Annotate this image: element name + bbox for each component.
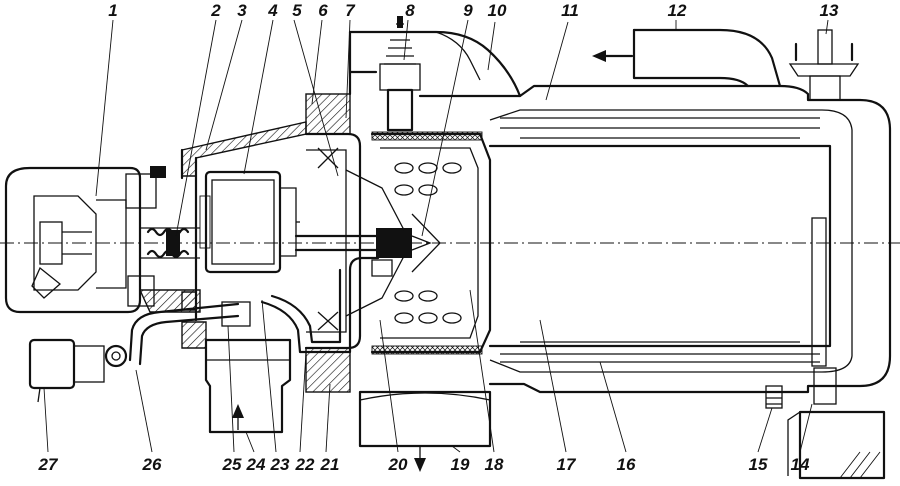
fuel-pipe: [260, 256, 380, 354]
label-16: 16: [617, 455, 636, 474]
fan-impeller: [304, 70, 405, 393]
label-4: 4: [267, 1, 278, 20]
main-shaft: [294, 228, 432, 258]
housing-casing: [138, 121, 307, 349]
combustion-chamber: [370, 131, 492, 355]
label-24: 24: [246, 455, 266, 474]
label-14: 14: [791, 455, 810, 474]
glow-plug: [379, 16, 421, 132]
label-12: 12: [668, 1, 687, 20]
label-20: 20: [388, 455, 408, 474]
air-intake: [204, 301, 292, 434]
label-22: 22: [295, 455, 315, 474]
label-5: 5: [292, 1, 302, 20]
label-10: 10: [488, 1, 507, 20]
exhaust-pipe: [358, 390, 492, 472]
label-15: 15: [749, 455, 768, 474]
label-6: 6: [318, 1, 328, 20]
label-27: 27: [38, 455, 59, 474]
label-26: 26: [142, 455, 162, 474]
part-labels: 1 2 3 4 5 6 7 8 9 10 11 12 13 27 26 25 2…: [38, 1, 839, 474]
label-18: 18: [485, 455, 504, 474]
label-25: 25: [222, 455, 242, 474]
coupling-spring: [140, 227, 200, 259]
label-1: 1: [108, 1, 117, 20]
label-21: 21: [320, 455, 340, 474]
heat-exchanger-body: [418, 84, 892, 394]
label-11: 11: [561, 1, 579, 20]
exhaust-fitting: [788, 29, 860, 101]
fan-motor-rotor: [199, 170, 300, 274]
fuel-pump: [28, 302, 240, 403]
label-3: 3: [237, 1, 247, 20]
label-13: 13: [820, 1, 839, 20]
label-17: 17: [557, 455, 577, 474]
air-duct-top: [348, 28, 782, 98]
label-23: 23: [270, 455, 290, 474]
label-7: 7: [345, 1, 356, 20]
label-19: 19: [451, 455, 470, 474]
label-9: 9: [463, 1, 473, 20]
leader-lines: [43, 19, 829, 453]
label-8: 8: [405, 1, 415, 20]
label-2: 2: [210, 1, 221, 20]
drain-fittings: [765, 367, 886, 480]
